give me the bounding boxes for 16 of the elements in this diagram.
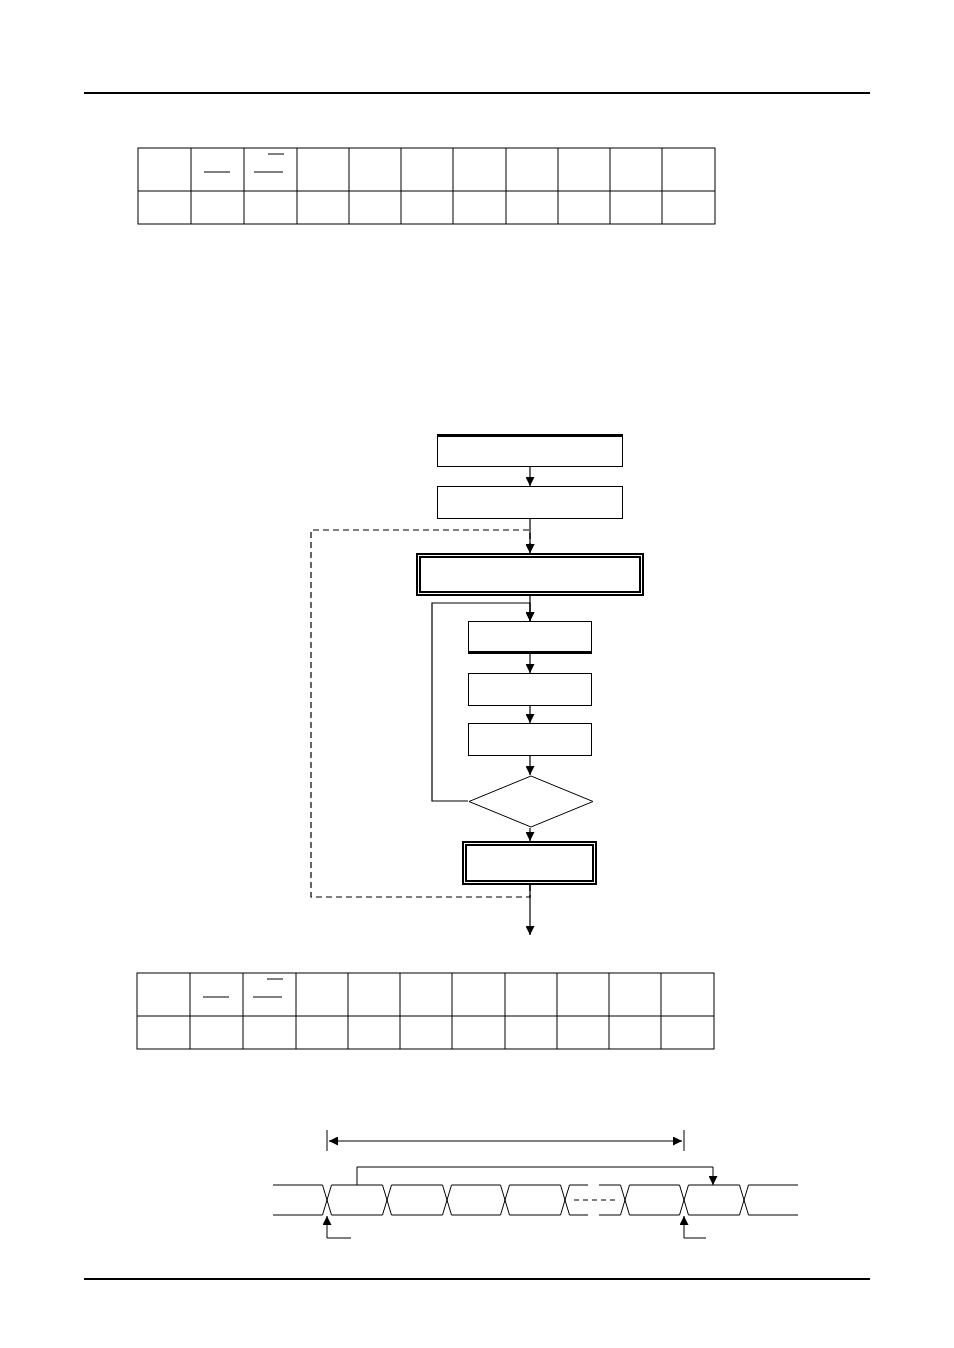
decision-diamond — [468, 775, 594, 828]
loop-arrow — [431, 602, 535, 802]
process-box — [437, 434, 623, 467]
arrow — [525, 466, 535, 487]
arrow — [525, 884, 535, 936]
process-box — [468, 621, 592, 654]
process-box — [416, 553, 644, 596]
process-box — [437, 486, 623, 519]
arrow — [525, 755, 535, 776]
arrow — [525, 827, 535, 842]
process-box — [468, 673, 592, 706]
loop-arrow — [310, 529, 535, 898]
process-box — [462, 841, 597, 885]
arrow — [525, 653, 535, 674]
process-box — [468, 723, 592, 756]
arrow — [525, 705, 535, 724]
